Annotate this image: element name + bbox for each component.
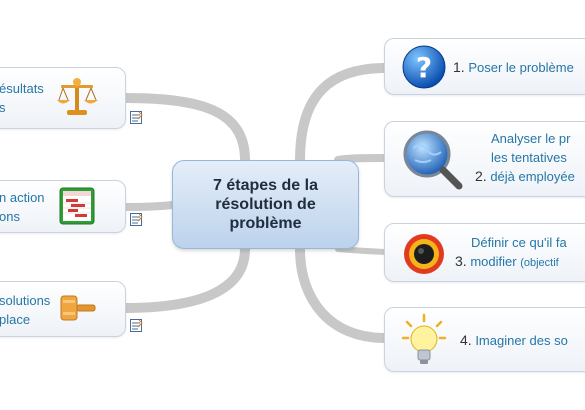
svg-text:?: ?	[416, 51, 432, 84]
step-2-line-2: les tentatives	[491, 150, 567, 165]
target-icon	[404, 234, 444, 274]
left-branch-1-line-2: s	[0, 100, 6, 115]
connector-step-1	[295, 63, 390, 165]
left-branch-2-line-2: ons	[0, 209, 20, 224]
left-branch-3-line-1: solutions	[0, 293, 51, 308]
step-1-label: Poser le problème	[468, 60, 574, 75]
gantt-chart-icon	[59, 187, 95, 225]
question-mark-icon: ?	[402, 45, 446, 89]
connector-left-2	[121, 201, 176, 211]
lightbulb-icon	[401, 313, 447, 364]
step-3-line-2: modifier	[470, 254, 517, 269]
left-branch-1[interactable]: ésultats s	[0, 67, 126, 129]
step-3[interactable]: Définir ce qu'il fa 3. modifier (objecti…	[384, 223, 585, 282]
left-branch-2[interactable]: n action ons	[0, 180, 126, 233]
left-branch-1-line-1: ésultats	[0, 81, 44, 96]
left-branch-2-line-1: n action	[0, 190, 45, 205]
step-2-line-3: déjà employée	[490, 169, 575, 184]
step-4[interactable]: 4. Imaginer des so	[384, 307, 585, 372]
gavel-icon	[60, 295, 96, 321]
connector-step-3	[335, 246, 388, 255]
left-branch-3[interactable]: solutions place	[0, 281, 126, 337]
step-1[interactable]: ? 1. Poser le problème	[384, 38, 585, 95]
note-icon[interactable]	[130, 111, 143, 124]
step-3-note: (objectif	[520, 257, 559, 269]
central-topic[interactable]: 7 étapes de la résolution de problème	[172, 160, 359, 249]
note-icon[interactable]	[130, 213, 143, 226]
step-3-line-1: Définir ce qu'il fa	[471, 235, 567, 250]
connector-step-4	[295, 244, 390, 343]
step-4-label: Imaginer des so	[475, 333, 568, 348]
step-3-number: 3.	[455, 253, 467, 269]
connector-left-1	[120, 93, 250, 165]
step-1-number: 1.	[453, 59, 465, 75]
connector-step-2	[334, 154, 389, 164]
step-2[interactable]: Analyser le pr les tentatives 2. déjà em…	[384, 121, 585, 197]
balance-scale-icon	[57, 78, 98, 115]
step-2-number: 2.	[475, 168, 487, 184]
step-4-number: 4.	[460, 332, 472, 348]
note-icon[interactable]	[130, 319, 143, 332]
left-branch-3-line-2: place	[0, 312, 31, 327]
connector-left-3	[120, 244, 250, 313]
central-topic-title: 7 étapes de la résolution de problème	[213, 177, 318, 232]
magnifier-globe-icon	[403, 130, 463, 190]
step-2-line-1: Analyser le pr	[491, 131, 571, 146]
